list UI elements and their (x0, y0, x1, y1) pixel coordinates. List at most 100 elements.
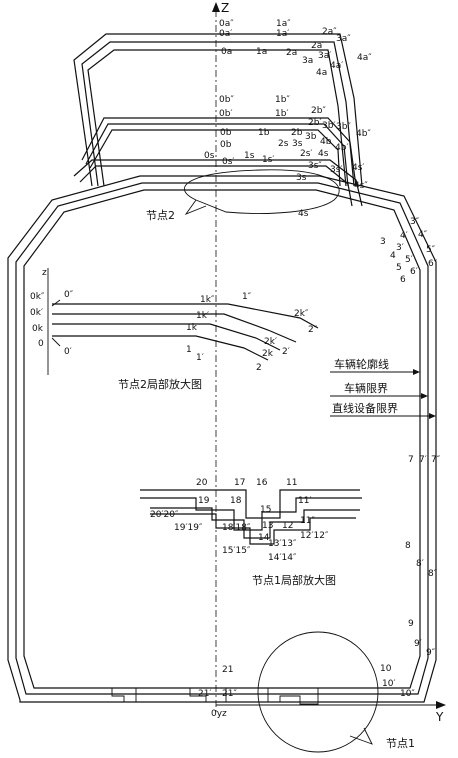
enlarge2-2k: 2k (262, 349, 274, 359)
label-3s-2: 3s″ (308, 161, 322, 171)
enlarge2-0k2: 0k″ (30, 292, 45, 302)
enlarge1-18b: 18′18″ (222, 523, 251, 533)
label-4s-2: 4s″ (354, 181, 368, 191)
level-b-outer (81, 117, 357, 187)
enlarge2-1: 1 (186, 345, 192, 355)
label-4s: 4s (318, 149, 329, 159)
enlarge1-16: 16 (256, 478, 268, 488)
label-3s: 3s (292, 139, 303, 149)
enlarge1-15: 15 (260, 505, 271, 515)
label-0b-2: 0b″ (219, 95, 234, 105)
enlarge2-2k2: 2k″ (294, 309, 309, 319)
enlarge1-19: 19 (198, 496, 210, 506)
label-0a: 0a (221, 47, 232, 57)
bogie-profile (34, 687, 380, 705)
pantograph-outer (73, 33, 363, 187)
label-2b-2: 2b″ (311, 106, 326, 116)
enlarge2-line-0 (52, 335, 269, 361)
enlarge2-2k1: 2k′ (264, 337, 277, 347)
label-0b-low: 0b (220, 140, 232, 150)
label-2b-1: 2b′ (308, 118, 321, 128)
enlarge2-line-k (52, 323, 281, 351)
label-2s-1: 2s′ (300, 149, 312, 159)
node2-circle (184, 169, 340, 214)
enlarge2-caption: 节点2局部放大图 (118, 377, 202, 391)
label-9p: 9′ (414, 639, 422, 649)
label-3p: 3′ (396, 243, 404, 253)
label-2b: 2b (291, 128, 303, 138)
label-6p: 6′ (410, 267, 418, 277)
label-1b-1: 1b′ (275, 109, 288, 119)
label-4a-1: 4a′ (330, 61, 343, 71)
level-s-inner (79, 165, 353, 207)
enlarge1-11: 11 (286, 478, 297, 488)
enlarge2-0: 0 (38, 339, 44, 349)
enlarge1-12: 12 (282, 521, 293, 531)
label-4: 4 (390, 251, 396, 261)
label-0b-1: 0b′ (219, 109, 232, 119)
enlarge1-13b: 13′13″ (268, 539, 297, 549)
enlarge1-17: 17 (234, 478, 245, 488)
enlarge2-0p: 0′ (64, 347, 72, 357)
label-5: 5 (396, 263, 402, 273)
label-9: 9 (408, 619, 414, 629)
label-3s-low: 3s (296, 173, 307, 183)
label-4a-2: 4a″ (357, 53, 372, 63)
label-0b: 0b (220, 128, 232, 138)
enlarge2-1p: 1′ (196, 353, 204, 363)
origin-label: 0yz (211, 709, 227, 719)
label-21pp: 21″ (222, 689, 237, 699)
label-8pp: 8″ (428, 569, 438, 579)
label-3: 3 (380, 237, 386, 247)
enlarge1-line-b (140, 497, 362, 531)
enlarge1-1515: 15′15″ (222, 546, 251, 556)
label-1a-1: 1a′ (276, 29, 289, 39)
label-3a: 3a (302, 56, 313, 66)
enlarge1-1919: 19′19″ (174, 523, 203, 533)
label-3a-1: 3a′ (318, 51, 331, 61)
enlarge1-2020: 20′20″ (150, 510, 179, 520)
enlarge2-0k: 0k (32, 324, 44, 334)
enlarge2-0k1: 0k′ (30, 308, 43, 318)
enlarge1-11pp: 11″ (300, 516, 315, 526)
enlarge2-lead-0p (51, 337, 61, 347)
label-3a-2: 3a″ (336, 34, 351, 44)
label-7: 7 (408, 455, 414, 465)
label-3b: 3b (305, 132, 317, 142)
enlarge1-14: 14 (258, 533, 270, 543)
enlarge1-line-a (140, 489, 360, 519)
label-2a: 2a (286, 48, 297, 58)
legend-equip-arrowhead (429, 413, 436, 419)
label-3pp: 3″ (410, 217, 420, 227)
label-3b-2: 3b″ (336, 122, 351, 132)
equipment-gauge-outline (7, 175, 437, 703)
enlarge2-1k1: 1k′ (196, 311, 209, 321)
legend-gauge-arrowhead (421, 393, 428, 399)
label-1s: 1s (244, 151, 255, 161)
enlarge2-lead-0pp (51, 299, 61, 307)
node1-caption: 节点1 (386, 737, 415, 750)
label-0s: 0s (204, 151, 215, 161)
legend-gauge-label: 车辆限界 (344, 381, 388, 395)
label-4b-1: 4b′ (335, 143, 348, 153)
label-1s-1: 1s′ (262, 155, 274, 165)
enlarge2-1pp: 1″ (242, 292, 252, 302)
enlarge2-1k: 1k (186, 323, 198, 333)
z-axis-label: Z (221, 1, 229, 15)
label-21: 21 (222, 665, 233, 675)
label-0a-2: 0a″ (219, 19, 234, 29)
vehicle-contour-outline (23, 189, 421, 689)
z-axis-arrow (212, 2, 220, 12)
enlarge2-2p: 2′ (282, 347, 290, 357)
label-4s-low: 4s (298, 209, 309, 219)
node1-circle (257, 631, 379, 753)
enlarge2-line-kk (52, 303, 319, 329)
label-4b-2: 4b″ (356, 129, 371, 139)
label-10p: 10′ (382, 679, 396, 689)
enlarge1-13: 13 (262, 521, 273, 531)
pantograph-inner (81, 41, 355, 187)
enlarge2-line-k1 (52, 313, 297, 343)
enlarge2-2pp: 2″ (308, 325, 318, 335)
legend-contour-arrowhead (413, 369, 420, 375)
